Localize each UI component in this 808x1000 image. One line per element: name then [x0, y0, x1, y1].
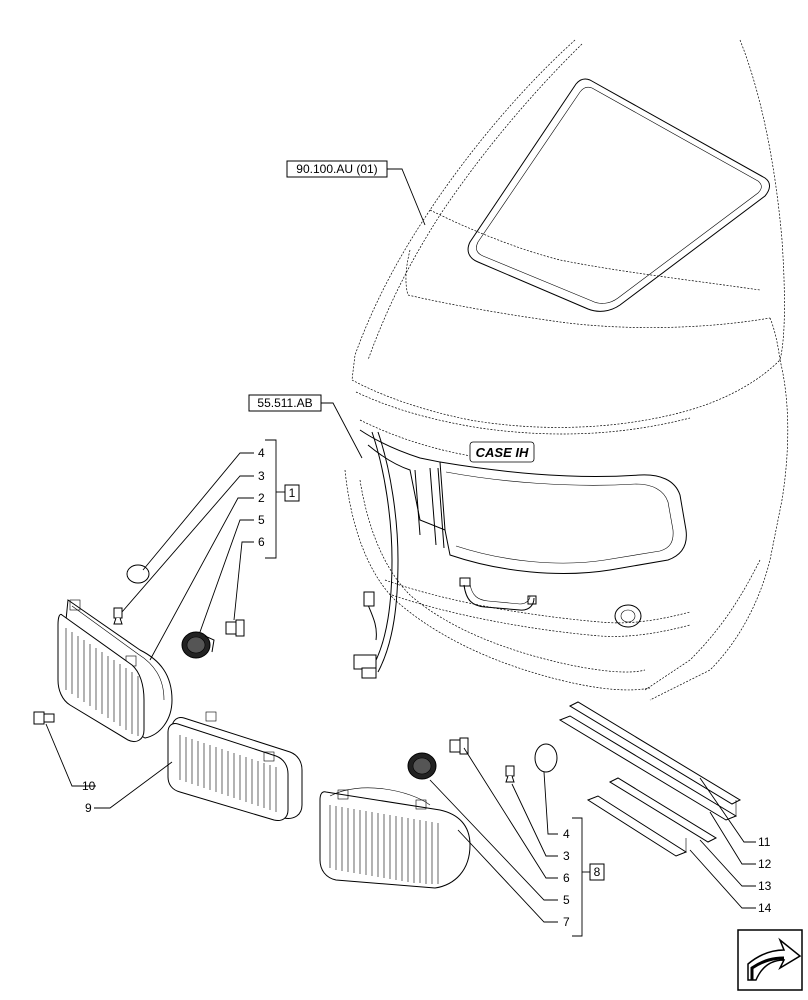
callout-right-3: 3 — [563, 849, 570, 863]
left-kit-box — [284, 484, 300, 502]
callout-left-2: 2 — [258, 491, 265, 505]
callout-9: 9 — [85, 801, 92, 815]
callout-left-4: 4 — [258, 446, 265, 460]
harness-reference[interactable]: 55.511.AB — [248, 394, 363, 459]
right-work-lamp — [319, 737, 558, 889]
callout-right-5: 5 — [563, 893, 570, 907]
left-group-callouts: 4 3 2 5 6 1 — [121, 439, 300, 661]
left-work-lamp — [33, 564, 245, 743]
callout-left-5: 5 — [258, 513, 265, 527]
next-page-arrow-icon[interactable] — [737, 929, 803, 991]
callout-left-3: 3 — [258, 469, 265, 483]
callout-11: 11 — [758, 835, 771, 849]
right-kit-number: 8 — [594, 865, 601, 879]
right-kit-box — [589, 863, 605, 881]
left-kit-number: 1 — [289, 486, 296, 500]
callout-14: 14 — [758, 901, 772, 915]
callout-left-6: 6 — [258, 535, 265, 549]
center-work-lamp — [167, 711, 303, 821]
trim-strips — [558, 701, 742, 857]
brand-mark: CASE IH — [476, 445, 529, 460]
right-group-callouts: 4 3 6 5 7 8 — [429, 747, 605, 937]
callout-right-6: 6 — [563, 871, 570, 885]
callout-right-4: 4 — [563, 827, 570, 841]
svg-text:55.511.AB: 55.511.AB — [257, 396, 312, 410]
tractor-hood: CASE IH — [344, 39, 789, 701]
callout-right-7: 7 — [563, 915, 570, 929]
hood-reference[interactable]: 90.100.AU (01) — [286, 160, 426, 226]
case-ih-logo: CASE IH — [469, 441, 535, 463]
callout-13: 13 — [758, 879, 772, 893]
misc-callouts: 10 9 11 12 13 14 — [45, 723, 772, 915]
callout-12: 12 — [758, 857, 772, 871]
svg-text:90.100.AU (01): 90.100.AU (01) — [296, 162, 377, 176]
